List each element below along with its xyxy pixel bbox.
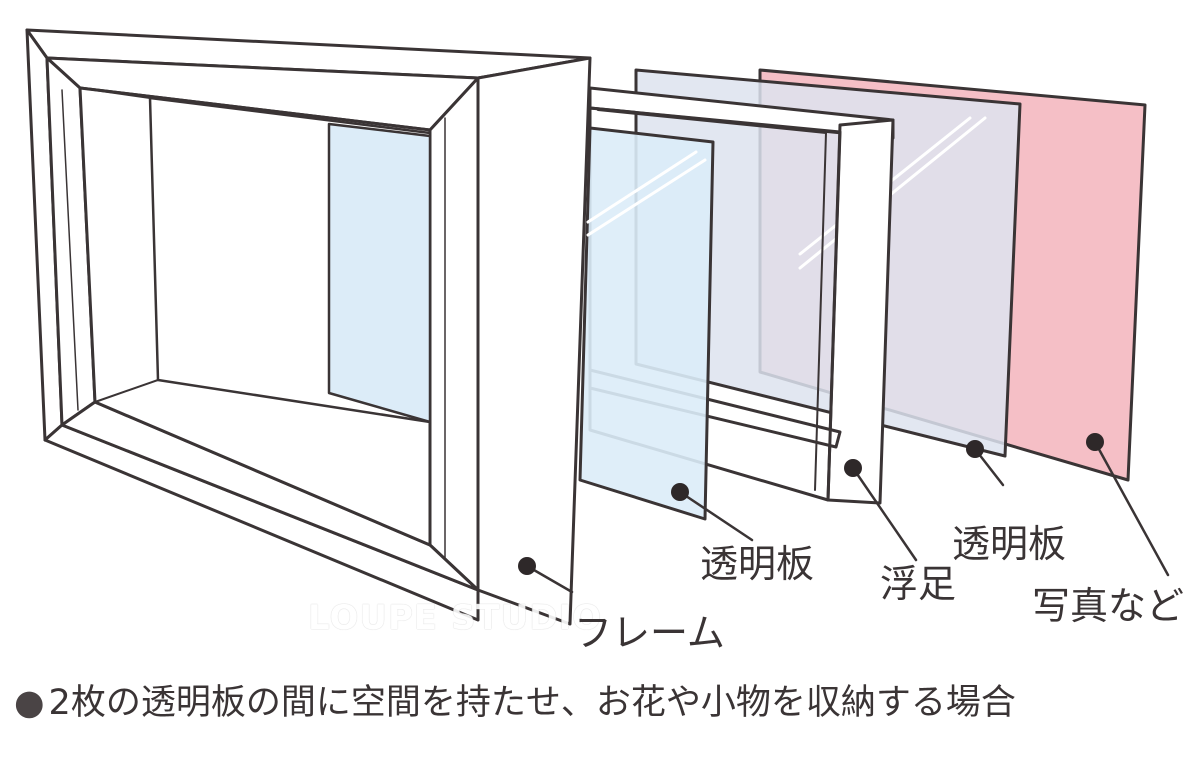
label-front-panel: 透明板 bbox=[700, 542, 815, 586]
watermark-logo: LOUPE STUDIO bbox=[308, 598, 603, 638]
marker-front-panel bbox=[671, 483, 689, 501]
marker-spacer bbox=[844, 459, 862, 477]
caption-text: 2枚の透明板の間に空間を持たせ、お花や小物を収納する場合 bbox=[48, 683, 1016, 723]
frame bbox=[25, 28, 592, 626]
label-spacer: 浮足 bbox=[880, 562, 957, 606]
label-back-panel: 透明板 bbox=[952, 522, 1067, 566]
label-photo: 写真など bbox=[1032, 584, 1185, 628]
marker-back-panel bbox=[966, 440, 984, 458]
marker-frame bbox=[518, 557, 536, 575]
label-frame: フレーム bbox=[574, 611, 725, 655]
bullet-icon: ● bbox=[14, 683, 45, 723]
front-transparent-panel bbox=[578, 126, 715, 521]
caption: ●2枚の透明板の間に空間を持たせ、お花や小物を収納する場合 bbox=[14, 686, 1016, 721]
marker-photo bbox=[1086, 433, 1104, 451]
front-panel-glare bbox=[586, 150, 707, 237]
